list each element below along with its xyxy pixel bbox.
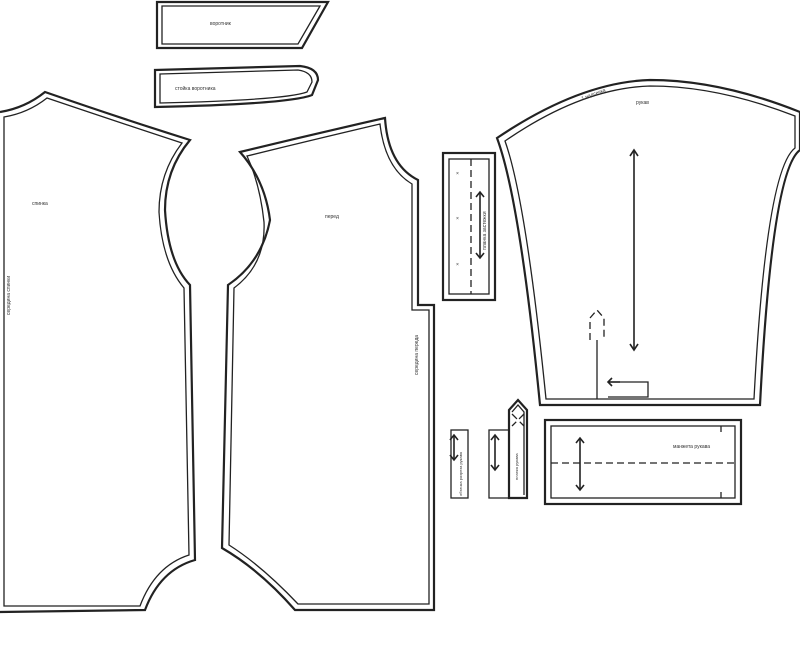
collar-stand-piece: стойка воротника bbox=[153, 64, 320, 109]
front-fold-label: середина переда bbox=[414, 335, 420, 375]
placket-piece: × × × планка застежки bbox=[441, 151, 497, 302]
button-mark-icon: × bbox=[456, 216, 459, 222]
sleeve-slit-facing-label: обтачка разреза рукава bbox=[458, 451, 463, 496]
button-mark-icon: × bbox=[456, 171, 459, 177]
back-fold-label: середина спинки bbox=[6, 276, 12, 315]
front-label: перед bbox=[325, 214, 339, 220]
placket-label: планка застежки bbox=[482, 211, 488, 250]
cuff-label: манжета рукава bbox=[673, 444, 710, 450]
collar-piece: воротник bbox=[155, 0, 330, 50]
collar-stand-label: стойка воротника bbox=[175, 85, 216, 92]
collar-label: воротник bbox=[210, 21, 232, 27]
sleeve-label: рукав bbox=[636, 100, 649, 106]
sleeve-piece: рукав 1 надсечка bbox=[495, 78, 800, 407]
button-mark-icon: × bbox=[456, 262, 459, 268]
front-piece: перед середина переда bbox=[220, 116, 436, 612]
sleeve-slit-facing-piece: обтачка разреза рукава bbox=[449, 429, 469, 499]
cuff-piece: манжета рукава bbox=[543, 418, 743, 506]
back-label: спинка bbox=[32, 201, 48, 207]
back-piece: спинка середина спинки bbox=[0, 90, 197, 614]
sleeve-placket-label: планка рукава bbox=[514, 453, 519, 480]
sleeve-placket-piece: планка рукава bbox=[488, 398, 529, 500]
